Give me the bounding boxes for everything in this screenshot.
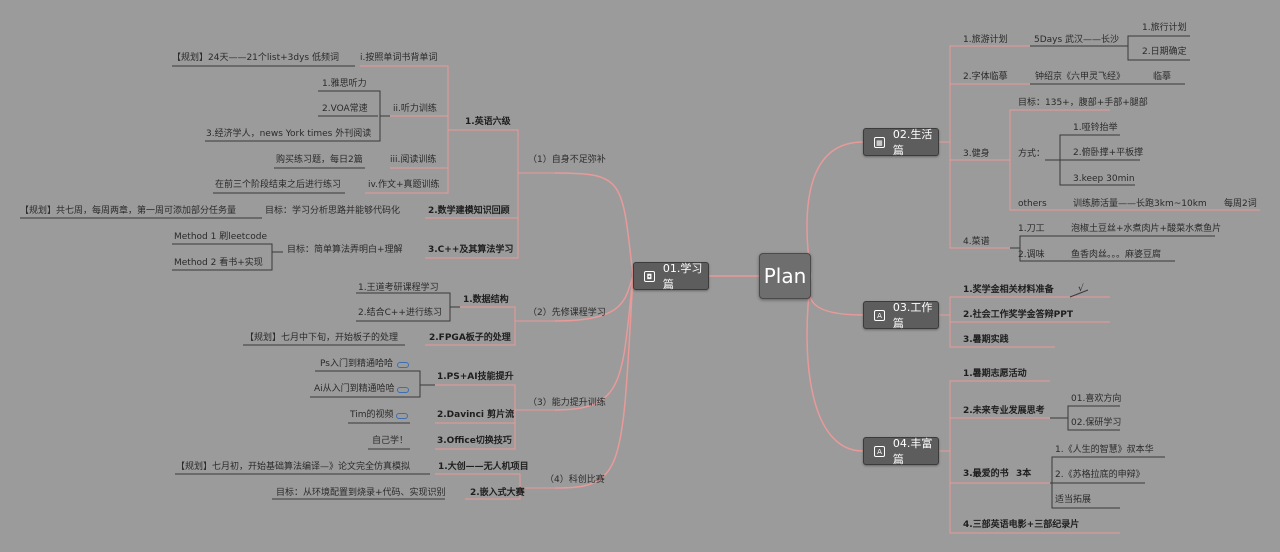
recipes[interactable]: 4.菜谱 <box>963 237 990 247</box>
eng-writing[interactable]: iv.作文+真题训练 <box>368 180 440 190</box>
calligraphy-action[interactable]: 临摹 <box>1153 72 1172 82</box>
topic-study-node[interactable]: ◘ 01.学习篇 <box>633 262 709 291</box>
calligraphy-book[interactable]: 钟绍京《六甲灵飞经》 <box>1035 72 1126 82</box>
rich-item-4[interactable]: 4.三部英语电影+三部纪录片 <box>963 520 1080 530</box>
cooking-season[interactable]: 2.调味 <box>1018 250 1045 260</box>
listen-item-1[interactable]: 1.雅思听力 <box>322 79 367 89</box>
tim-video[interactable]: Tim的视频 <box>350 410 394 420</box>
topic-rich-node[interactable]: A 04.丰富篇 <box>863 437 939 466</box>
fitness-others-note[interactable]: 训练肺活量——长跑3km~10km <box>1073 199 1207 209</box>
fitness-method[interactable]: 方式： <box>1018 149 1046 159</box>
topic-work-node[interactable]: A 03.工作篇 <box>863 301 939 330</box>
section-prereq[interactable]: （2）先修课程学习 <box>528 308 606 318</box>
cooking-knife-dishes[interactable]: 泡椒土豆丝+水煮肉片+酸菜水煮鱼片 <box>1071 224 1222 234</box>
book-extra[interactable]: 适当拓展 <box>1055 495 1092 505</box>
office-tips[interactable]: 3.Office切换技巧 <box>437 436 512 446</box>
writing-note[interactable]: 在前三个阶段结束之后进行练习 <box>215 180 342 190</box>
davinci-editing[interactable]: 2.Davinci 剪片流 <box>437 410 515 420</box>
link-icon[interactable] <box>397 387 409 393</box>
book-2[interactable]: 2.《苏格拉底的申辩》 <box>1055 470 1145 480</box>
section-self-improve[interactable]: （1）自身不足弥补 <box>528 155 606 165</box>
text-icon: A <box>874 445 885 457</box>
work-item-3[interactable]: 3.暑期实践 <box>963 335 1009 345</box>
travel-plan[interactable]: 1.旅游计划 <box>963 35 1008 45</box>
ds-item-2[interactable]: 2.结合C++进行练习 <box>358 308 442 318</box>
topic-work-label: 03.工作篇 <box>892 301 933 330</box>
travel-item-2[interactable]: 2.日期确定 <box>1142 47 1187 57</box>
work-item-2[interactable]: 2.社会工作奖学金答辩PPT <box>963 310 1074 320</box>
listen-item-3[interactable]: 3.经济学人，news York times 外刊阅读 <box>206 129 372 139</box>
rich-item-2[interactable]: 2.未来专业发展思考 <box>963 406 1045 416</box>
cooking-knife[interactable]: 1.刀工 <box>1018 224 1045 234</box>
uav-project[interactable]: 1.大创——无人机项目 <box>438 462 529 472</box>
cpp-method-2[interactable]: Method 2 看书+实现 <box>174 258 263 268</box>
eng-reading[interactable]: iii.阅读训练 <box>390 155 437 165</box>
travel-item-1[interactable]: 1.旅行计划 <box>1142 23 1187 33</box>
travel-destination[interactable]: 5Days 武汉——长沙 <box>1034 35 1120 45</box>
cpp-goal[interactable]: 目标：简单算法弄明白+理解 <box>287 245 403 255</box>
math-modeling[interactable]: 2.数学建模知识回顾 <box>428 206 510 216</box>
fitness-others[interactable]: others <box>1018 199 1047 209</box>
office-note[interactable]: 自己学！ <box>372 436 409 446</box>
ds-item-1[interactable]: 1.王道考研课程学习 <box>358 283 439 293</box>
fitness[interactable]: 3.健身 <box>963 149 990 159</box>
uav-plan[interactable]: 【规划】七月初，开始基础算法编译—》论文完全仿真模拟 <box>176 462 411 472</box>
section-ability[interactable]: （3）能力提升训练 <box>528 398 606 408</box>
topic-rich-label: 04.丰富篇 <box>892 437 933 466</box>
topic-study-label: 01.学习篇 <box>662 262 703 291</box>
rich-item-1[interactable]: 1.暑期志愿活动 <box>963 369 1027 379</box>
topic-life-node[interactable]: ▦ 02.生活篇 <box>863 128 939 157</box>
cpp-algorithms[interactable]: 3.C++及其算法学习 <box>428 245 514 255</box>
reading-note[interactable]: 购买练习题，每日2篇 <box>276 155 363 165</box>
english-cet6[interactable]: 1.英语六级 <box>465 117 511 127</box>
link-icon[interactable] <box>397 362 409 368</box>
work-item-1[interactable]: 1.奖学金相关材料准备 <box>963 285 1054 295</box>
fitness-item-2[interactable]: 2.俯卧撑+平板撑 <box>1073 148 1144 158</box>
fpga-plan[interactable]: 【规划】七月中下旬，开始板子的处理 <box>245 333 399 343</box>
calligraphy[interactable]: 2.字体临摹 <box>963 72 1008 82</box>
text-icon: A <box>874 309 885 321</box>
fpga-board[interactable]: 2.FPGA板子的处理 <box>429 333 511 343</box>
data-structures[interactable]: 1.数据结构 <box>463 295 509 305</box>
fitness-frequency[interactable]: 每周2词 <box>1224 199 1257 209</box>
section-contest[interactable]: （4）科创比赛 <box>545 475 605 485</box>
fitness-item-3[interactable]: 3.keep 30min <box>1073 174 1135 184</box>
embedded-goal[interactable]: 目标：从环境配置到烧录+代码、实现识别 <box>276 488 446 498</box>
rich-item-2-sub-2[interactable]: 02.保研学习 <box>1071 418 1122 428</box>
math-plan[interactable]: 【规划】共七周，每周两章，第一周可添加部分任务量 <box>20 206 237 216</box>
embedded-contest[interactable]: 2.嵌入式大赛 <box>470 488 525 498</box>
lock-icon: ◘ <box>644 270 655 282</box>
link-icon[interactable] <box>396 413 408 419</box>
root-node[interactable]: Plan <box>759 253 811 299</box>
ps-ai-skills[interactable]: 1.PS+AI技能提升 <box>437 372 514 382</box>
root-label: Plan <box>763 264 807 288</box>
ps-course[interactable]: Ps入门到精通哈哈 <box>320 359 393 369</box>
cooking-season-dishes[interactable]: 鱼香肉丝。。。麻婆豆腐 <box>1071 250 1162 260</box>
math-goal[interactable]: 目标：学习分析思路并能够代码化 <box>265 206 401 216</box>
cpp-method-1[interactable]: Method 1 刷leetcode <box>174 232 268 242</box>
book-1[interactable]: 1.《人生的智慧》叔本华 <box>1055 445 1154 455</box>
fitness-goal[interactable]: 目标：135+，腹部+手部+腿部 <box>1018 98 1148 108</box>
ai-course[interactable]: Ai从入门到精通哈哈 <box>314 384 395 394</box>
fitness-item-1[interactable]: 1.哑铃抬举 <box>1073 123 1118 133</box>
calendar-icon: ▦ <box>874 136 885 148</box>
rich-item-3-count: 3本 <box>1016 469 1032 479</box>
eng-vocab-plan[interactable]: 【规划】24天——21个list+3dys 低频词 <box>172 53 339 63</box>
rich-item-2-sub-1[interactable]: 01.喜欢方向 <box>1071 394 1122 404</box>
eng-listening[interactable]: ii.听力训练 <box>393 104 437 114</box>
rich-item-3[interactable]: 3.最爱的书 <box>963 469 1009 479</box>
topic-life-label: 02.生活篇 <box>892 128 933 157</box>
listen-item-2[interactable]: 2.VOA常速 <box>322 104 368 114</box>
eng-vocab[interactable]: i.按照单词书背单词 <box>360 53 438 63</box>
work-item-1-check: √ <box>1078 284 1084 294</box>
